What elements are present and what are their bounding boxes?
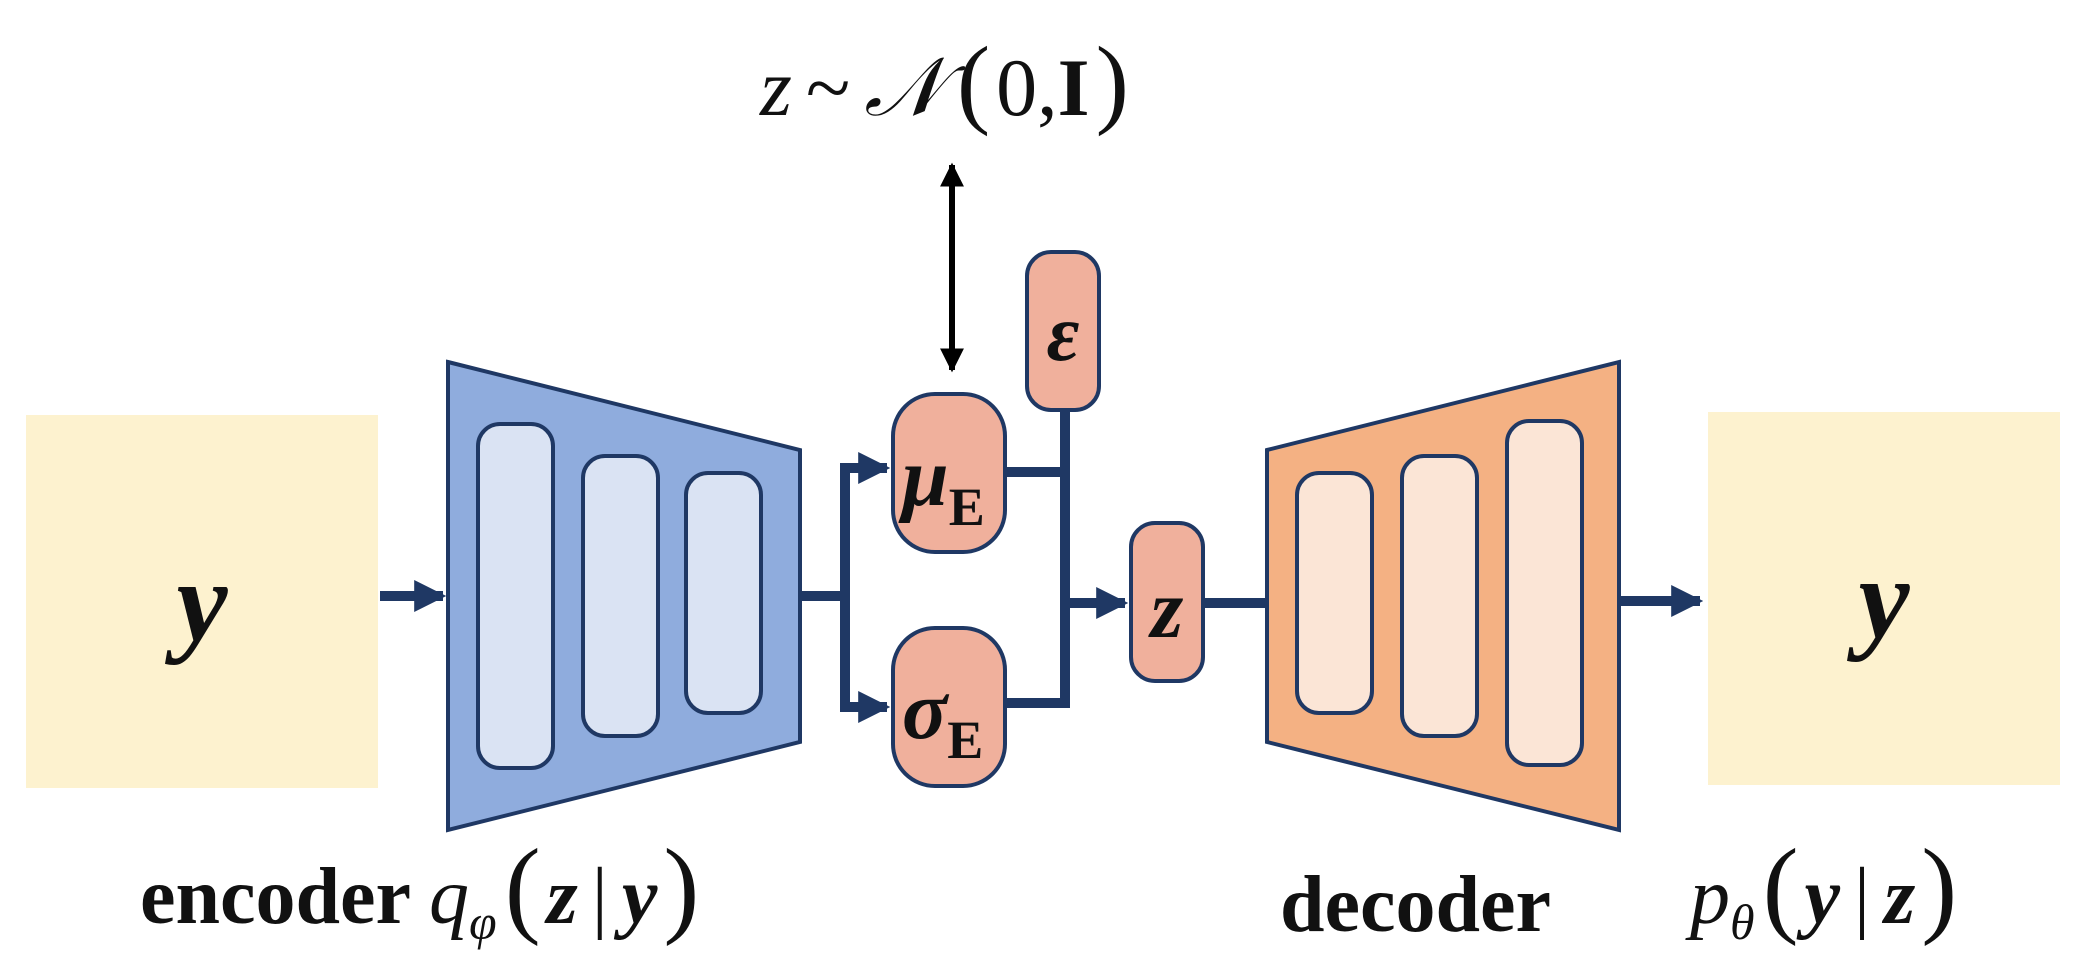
encoder-z: z: [544, 853, 578, 941]
encoder-word: encoder: [140, 853, 411, 941]
encoder-layer-3: [684, 471, 763, 715]
decoder-bar: |: [1854, 853, 1870, 941]
output-box: [1708, 412, 2060, 785]
encoder-bar: |: [592, 853, 608, 941]
decoder-open-paren: (: [1763, 828, 1799, 947]
epsilon-label: ε: [1047, 290, 1080, 378]
prior-identity: I: [1058, 42, 1090, 133]
encoder-y: y: [613, 853, 658, 941]
decoder-y: y: [1796, 853, 1841, 941]
input-box: [26, 415, 378, 788]
prior-close-paren: ): [1096, 26, 1129, 137]
reparameterization-connector: [1005, 410, 1129, 708]
decoder-layer-3: [1505, 419, 1584, 767]
prior-normal-symbol: 𝒩: [864, 42, 966, 133]
encoder-layer-1: [476, 422, 555, 770]
prior-open-paren: (: [957, 26, 990, 137]
decoder-layer-1: [1295, 471, 1374, 715]
encoder-close-paren: ): [663, 828, 699, 947]
decoder-p: p: [1685, 853, 1730, 941]
prior-formula: z~𝒩(0,I): [759, 26, 1129, 137]
encoder-phi: φ: [469, 894, 497, 950]
decoder-close-paren: ): [1921, 828, 1957, 947]
decoder-word: decoder: [1280, 861, 1551, 949]
sigma-label: σE: [902, 664, 983, 770]
prior-args: 0,: [996, 42, 1058, 133]
prior-z: z: [759, 42, 792, 133]
mu-label: μE: [898, 431, 985, 537]
prior-tilde: ~: [806, 42, 850, 133]
encoder-layer-2: [581, 454, 660, 738]
encoder-q: q: [429, 853, 469, 941]
decoder-caption: pθ(y|z): [1685, 828, 1957, 950]
decoder-z: z: [1881, 853, 1915, 941]
decoder-theta: θ: [1730, 894, 1755, 950]
encoder-open-paren: (: [505, 828, 541, 947]
z-label: z: [1148, 563, 1184, 656]
encoder-branch-connector: [800, 451, 891, 724]
decoder-layer-2: [1400, 454, 1479, 738]
